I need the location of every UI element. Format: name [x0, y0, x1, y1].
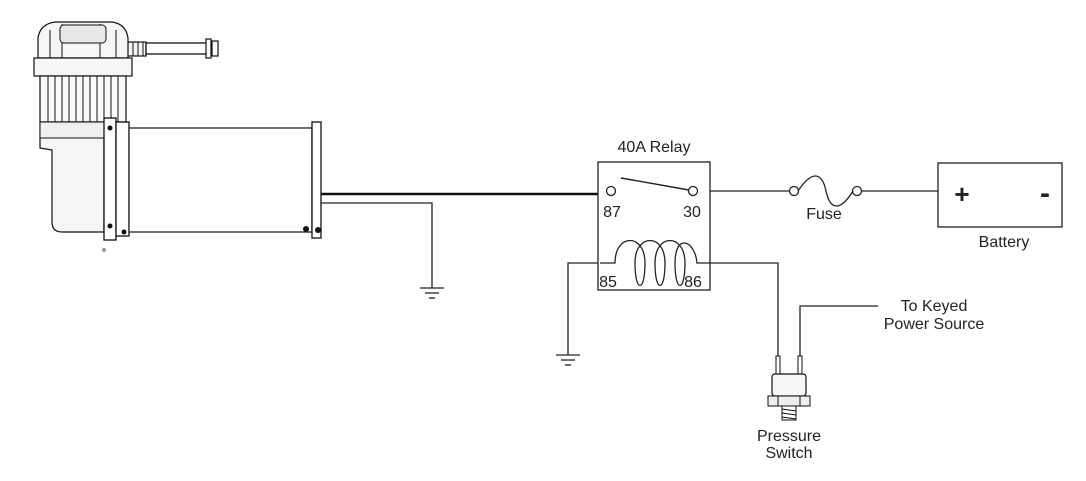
relay-pin-86-label: 86: [684, 274, 702, 291]
keyed-power-label: To Keyed Power Source: [884, 298, 985, 333]
relay-pin-30-label: 30: [683, 204, 701, 221]
pressure-switch: Pressure Switch: [757, 355, 821, 462]
relay-pin-87-label: 87: [603, 204, 621, 221]
battery-box: [937, 162, 1063, 228]
pressure-switch-line2: Switch: [765, 445, 812, 462]
keyed-power-wire: [799, 305, 878, 356]
air-compressor: [33, 21, 322, 252]
battery-label: Battery: [979, 234, 1030, 251]
wiring: [321, 190, 938, 356]
relay-85-ground-wire: [567, 262, 598, 355]
relay-box: [597, 161, 711, 291]
ground-symbol-relay: [556, 354, 580, 366]
compressor-motor: [128, 127, 313, 233]
pressure-switch-body: [771, 373, 807, 397]
fuse: Fuse: [788, 175, 863, 223]
battery-negative-terminal: -: [1040, 177, 1050, 210]
compressor-ground-wire: [321, 202, 433, 288]
relay-contact-87: [605, 185, 617, 197]
compressor-crankcase: [39, 121, 105, 233]
keyed-power-line2: Power Source: [884, 316, 985, 333]
relay-contact-30: [687, 185, 699, 197]
relay-title: 40A Relay: [618, 139, 691, 156]
relay: 40A Relay 87 30 85 86: [597, 139, 711, 291]
relay-switch-arm: [620, 177, 690, 191]
pressure-switch-line1: Pressure: [757, 428, 821, 445]
battery-positive-terminal: +: [954, 179, 969, 209]
battery: + - Battery: [937, 162, 1063, 251]
relay-86-to-switch-wire: [710, 262, 779, 356]
compressor-cooling-fins: [39, 75, 127, 123]
compressor-outlet-hose: [123, 38, 219, 59]
keyed-power-line1: To Keyed: [901, 298, 968, 315]
relay-pin-85-label: 85: [599, 274, 617, 291]
fuse-label: Fuse: [806, 206, 842, 223]
fuse-element: [797, 175, 854, 207]
ground-symbol-compressor: [420, 287, 444, 299]
relay-coil: [600, 239, 710, 286]
